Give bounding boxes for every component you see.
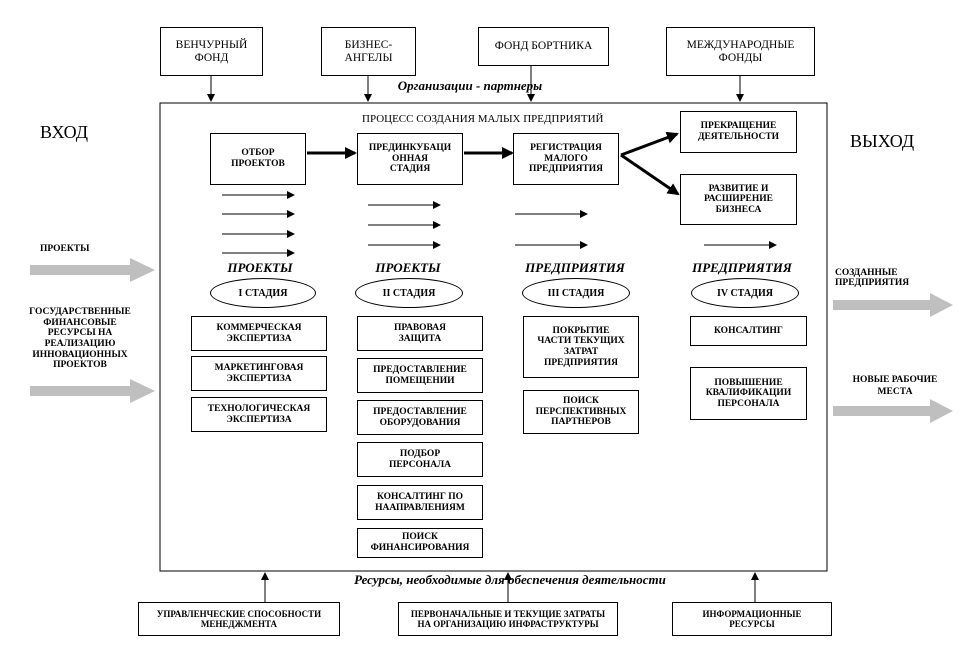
input-projects: ПРОЕКТЫ: [40, 244, 90, 254]
input-arrow-resources: [30, 379, 155, 403]
output-arrow-enterprises: [833, 293, 953, 317]
flow-selection-box: ОТБОР ПРОЕКТОВ: [210, 133, 306, 185]
stage-2-oval: II СТАДИЯ: [355, 278, 463, 308]
stage-1-item: КОММЕРЧЕСКАЯ ЭКСПЕРТИЗА: [191, 316, 327, 351]
stage-4-category: ПРЕДПРИЯТИЯ: [692, 260, 792, 275]
stage-2-item: ПРЕДОСТАВЛЕНИЕ ПОМЕЩЕНИИ: [357, 358, 483, 393]
flow-termination-box: ПРЕКРАЩЕНИЕ ДЕЯТЕЛЬНОСТИ: [680, 111, 797, 153]
output-title: ВЫХОД: [850, 131, 915, 151]
stage-4-item: ПОВЫШЕНИЕ КВАЛИФИКАЦИИ ПЕРСОНАЛА: [690, 367, 807, 420]
partner-bortnik-fund: ФОНД БОРТНИКА: [478, 27, 609, 66]
stage-1-item: МАРКЕТИНГОВАЯ ЭКСПЕРТИЗА: [191, 356, 327, 391]
partner-business-angels: БИЗНЕС- АНГЕЛЫ: [321, 27, 416, 76]
stage-3-category: ПРЕДПРИЯТИЯ: [525, 260, 625, 275]
flow-arrow: [620, 131, 679, 157]
partners-label: Организации - партнеры: [397, 78, 543, 93]
process-frame: [159, 102, 828, 572]
stage-1-category: ПРОЕКТЫ: [227, 260, 293, 275]
stage-2-item: ПОИСК ФИНАНСИРОВАНИЯ: [357, 528, 483, 558]
input-title: ВХОД: [40, 122, 89, 142]
stage-2-item: ПОДБОР ПЕРСОНАЛА: [357, 442, 483, 477]
stage-1-item: ТЕХНОЛОГИЧЕСКАЯ ЭКСПЕРТИЗА: [191, 397, 327, 432]
resource-information: ИНФОРМАЦИОННЫЕ РЕСУРСЫ: [672, 602, 832, 636]
output-arrow-jobs: [833, 399, 953, 423]
resource-management: УПРАВЛЕНЧЕСКИЕ СПОСОБНОСТИ МЕНЕДЖМЕНТА: [138, 602, 340, 636]
partner-international-funds: МЕЖДУНАРОДНЫЕ ФОНДЫ: [666, 27, 815, 76]
partner-venture-fund: ВЕНЧУРНЫЙ ФОНД: [160, 27, 263, 76]
output-created-enterprises: СОЗДАННЫЕ ПРЕДПРИЯТИЯ: [835, 268, 910, 288]
stage-2-item: ПРЕДОСТАВЛЕНИЕ ОБОРУДОВАНИЯ: [357, 400, 483, 435]
flow-development-box: РАЗВИТИЕ И РАСШИРЕНИЕ БИЗНЕСА: [680, 174, 797, 225]
resources-label: Ресурсы, необходимые для обеспечения дея…: [354, 572, 666, 587]
stage-2-item: ПРАВОВАЯ ЗАЩИТА: [357, 316, 483, 351]
output-new-jobs: НОВЫЕ РАБОЧИЕ МЕСТА: [852, 375, 938, 398]
process-title: ПРОЦЕСС СОЗДАНИЯ МАЛЫХ ПРЕДПРИЯТИЙ: [362, 113, 604, 125]
stage-4-item: КОНСАЛТИНГ: [690, 316, 807, 346]
stage-3-oval: III СТАДИЯ: [522, 278, 630, 308]
flow-preincubation-box: ПРЕДИНКУБАЦИ ОННАЯ СТАДИЯ: [357, 133, 463, 185]
stage-2-item: КОНСАЛТИНГ ПО НААПРАВЛЕНИЯМ: [357, 485, 483, 520]
resource-infrastructure: ПЕРВОНАЧАЛЬНЫЕ И ТЕКУЩИЕ ЗАТРАТЫ НА ОРГА…: [398, 602, 618, 636]
stage-2-category: ПРОЕКТЫ: [375, 260, 441, 275]
stage-4-oval: IV СТАДИЯ: [691, 278, 799, 308]
stage-3-item: ПОИСК ПЕРСПЕКТИВНЫХ ПАРТНЕРОВ: [523, 390, 639, 434]
input-state-resources: ГОСУДАРСТВЕННЫЕ ФИНАНСОВЫЕ РЕСУРСЫ НА РЕ…: [29, 307, 131, 371]
flow-registration-box: РЕГИСТРАЦИЯ МАЛОГО ПРЕДПРИЯТИЯ: [513, 133, 619, 185]
stage-3-item: ПОКРЫТИЕ ЧАСТИ ТЕКУЩИХ ЗАТРАТ ПРЕДПРИЯТИ…: [523, 316, 639, 378]
flow-arrow: [620, 153, 680, 196]
stage-1-oval: I СТАДИЯ: [210, 278, 316, 308]
input-arrow-projects: [30, 258, 155, 282]
